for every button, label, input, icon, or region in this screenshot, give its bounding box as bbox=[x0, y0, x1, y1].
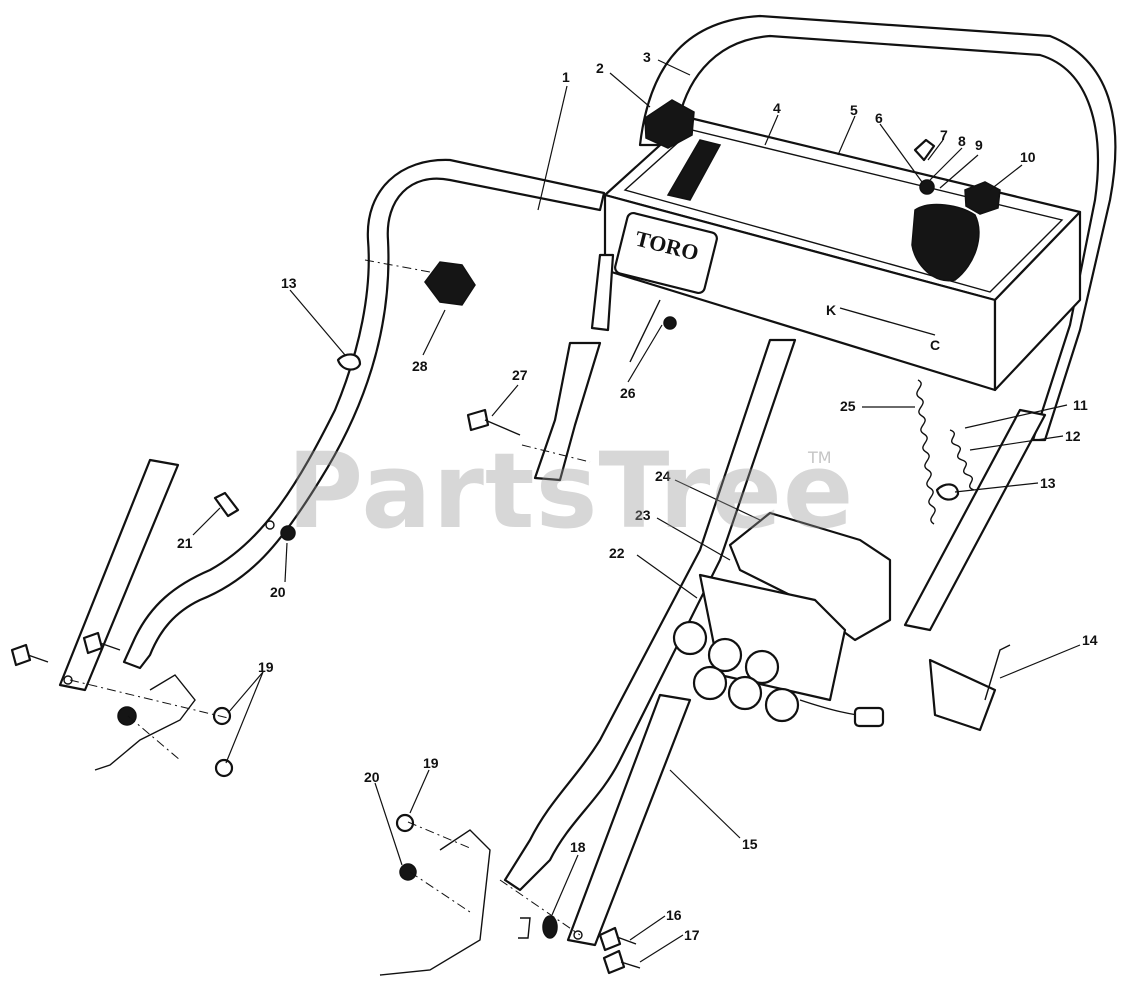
callout-20-bottom: 20 bbox=[364, 769, 380, 785]
callout-9: 9 bbox=[975, 137, 983, 153]
callout-labels: 1 2 3 4 5 6 7 8 9 10 11 12 13 13 14 15 1… bbox=[177, 49, 1098, 943]
control-mark-left: K bbox=[826, 302, 836, 318]
callout-26: 26 bbox=[620, 385, 636, 401]
center-lower-tube bbox=[503, 338, 797, 892]
callout-25: 25 bbox=[840, 398, 856, 414]
callout-23: 23 bbox=[635, 507, 651, 523]
callout-10: 10 bbox=[1020, 149, 1036, 165]
control-mark-right: C bbox=[930, 337, 940, 353]
callout-1: 1 bbox=[562, 69, 570, 85]
callout-27: 27 bbox=[512, 367, 528, 383]
upper-handle bbox=[638, 14, 1117, 442]
callout-4: 4 bbox=[773, 100, 781, 116]
right-handle-bracket bbox=[566, 693, 692, 947]
callout-leaders bbox=[192, 59, 1081, 963]
callout-28: 28 bbox=[412, 358, 428, 374]
callout-18: 18 bbox=[570, 839, 586, 855]
cable-springs bbox=[916, 379, 975, 525]
callout-20-left: 20 bbox=[270, 584, 286, 600]
callout-13-right: 13 bbox=[1040, 475, 1056, 491]
control-cable-end bbox=[928, 644, 1011, 732]
key bbox=[913, 138, 936, 162]
callout-14: 14 bbox=[1082, 632, 1098, 648]
toro-label-plate bbox=[614, 211, 718, 295]
callout-22: 22 bbox=[609, 545, 625, 561]
callout-16: 16 bbox=[666, 907, 682, 923]
callout-3: 3 bbox=[643, 49, 651, 65]
callout-8: 8 bbox=[958, 133, 966, 149]
wire-connector bbox=[672, 620, 885, 728]
mower-frame-fragment bbox=[94, 674, 531, 976]
callout-17: 17 bbox=[684, 927, 700, 943]
callout-19-bottom: 19 bbox=[423, 755, 439, 771]
callout-19-left: 19 bbox=[258, 659, 274, 675]
bolt-head bbox=[466, 408, 490, 432]
trademark-symbol: TM bbox=[808, 448, 832, 467]
callout-13-left: 13 bbox=[281, 275, 297, 291]
parts-tree-watermark: PartsTree bbox=[287, 430, 855, 552]
callout-24: 24 bbox=[655, 468, 671, 484]
choke-knob bbox=[964, 181, 1001, 215]
callout-7: 7 bbox=[940, 127, 948, 143]
callout-6: 6 bbox=[875, 110, 883, 126]
washer bbox=[919, 179, 935, 195]
left-handle-bracket bbox=[58, 458, 180, 692]
handle-knob bbox=[424, 261, 476, 306]
callout-2: 2 bbox=[596, 60, 604, 76]
assembly-centerlines bbox=[69, 259, 591, 936]
callout-15: 15 bbox=[742, 836, 758, 852]
switch-assembly bbox=[911, 203, 980, 282]
right-upper-tube bbox=[903, 408, 1047, 632]
left-handle-tube bbox=[122, 158, 615, 670]
callout-5: 5 bbox=[850, 102, 858, 118]
fasteners bbox=[10, 261, 960, 975]
control-panel: TORO K C bbox=[603, 99, 1082, 392]
cable-cover bbox=[698, 511, 892, 702]
callout-21: 21 bbox=[177, 535, 193, 551]
throttle-knob bbox=[644, 99, 695, 149]
callout-12: 12 bbox=[1065, 428, 1081, 444]
callout-11: 11 bbox=[1073, 397, 1088, 413]
